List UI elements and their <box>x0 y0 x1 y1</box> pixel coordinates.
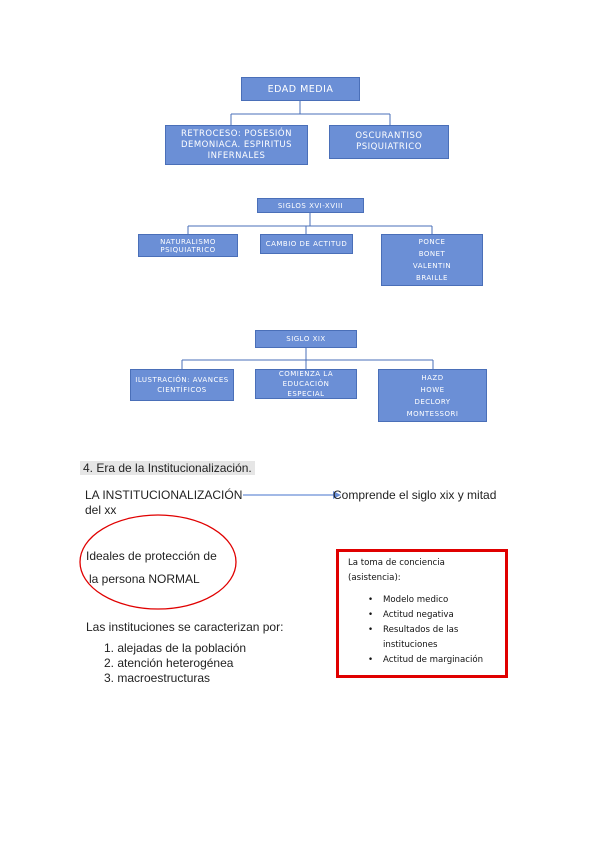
institucionalizacion-right: Comprende el siglo xix y mitad <box>333 488 497 502</box>
bullet-text: instituciones <box>383 640 438 650</box>
section-title: 4. Era de la Institucionalización. <box>80 461 255 475</box>
list-item: 1. alejadas de la población <box>104 641 247 655</box>
nombre-bonet: BONET <box>418 250 446 258</box>
list-item: 2. atención heterogénea <box>104 656 234 670</box>
list-item-continuation: instituciones <box>339 640 505 651</box>
caracterizan-text: Las instituciones se caracterizan por: <box>86 620 284 634</box>
oscurantismo-line-1: OSCURANTISO <box>355 131 423 141</box>
comienza-box: COMIENZA LA EDUCACIÓN ESPECIAL <box>255 369 357 399</box>
cambio-label: CAMBIO DE ACTITUD <box>265 240 348 248</box>
list-item: • Actitud de marginación <box>339 655 505 666</box>
ideales-line-1: Ideales de protección de <box>86 549 217 563</box>
cambio-box: CAMBIO DE ACTITUD <box>260 234 353 254</box>
retroceso-line-1: RETROCESO: POSESIÓN <box>181 128 292 139</box>
siglos-box: SIGLOS XVI-XVIII <box>257 198 364 213</box>
siglo-xix-box: SIGLO XIX <box>255 330 357 348</box>
naturalismo-box: NATURALISMO PSIQUIATRICO <box>138 234 238 257</box>
nombre-montessori: MONTESSORI <box>406 409 459 418</box>
oscurantismo-line-2: PSIQUIATRICO <box>356 142 422 152</box>
bullet-icon: • <box>368 625 374 635</box>
bullet-icon: • <box>368 655 374 665</box>
bullet-text: Actitud de marginación <box>383 655 484 665</box>
ilustracion-line-1: ILUSTRACIÓN: AVANCES <box>135 376 229 384</box>
list-item: • Modelo medico <box>339 595 505 606</box>
nombre-hazd: HAZD <box>421 373 444 382</box>
siglo-xix-label: SIGLO XIX <box>286 335 326 343</box>
siglos-label: SIGLOS XVI-XVIII <box>277 201 344 210</box>
nombre-valentin: VALENTIN <box>412 262 452 270</box>
edad-media-label: EDAD MEDIA <box>267 83 334 95</box>
comienza-line-1: COMIENZA LA EDUCACIÓN <box>278 370 334 388</box>
bullet-icon: • <box>368 610 374 620</box>
list-item: • Actitud negativa <box>339 610 505 621</box>
ideales-line-2: la persona NORMAL <box>89 572 200 586</box>
bullet-text: Resultados de las <box>383 625 459 635</box>
list-item: 3. macroestructuras <box>104 671 211 685</box>
oscurantismo-box: OSCURANTISO PSIQUIATRICO <box>329 125 449 159</box>
conciencia-list: • Modelo medico • Actitud negativa • Result… <box>339 595 505 666</box>
nombres-1-box: PONCE BONET VALENTIN BRAILLE <box>381 234 483 286</box>
conciencia-title-2: (asistencia): <box>348 573 401 583</box>
bullet-text: Modelo medico <box>383 595 449 605</box>
nombre-declory: DECLORY <box>414 397 451 406</box>
institucionalizacion-left: LA INSTITUCIONALIZACIÓN <box>85 488 243 502</box>
retroceso-box: RETROCESO: POSESIÓN DEMONIACA. ESPIRITUS… <box>165 125 308 165</box>
nombres-2-box: HAZD HOWE DECLORY MONTESSORI <box>378 369 487 422</box>
toma-conciencia-box: La toma de conciencia (asistencia): • Mod… <box>336 549 508 678</box>
bullet-text: Actitud negativa <box>383 610 454 620</box>
institucionalizacion-continuation: del xx <box>85 503 117 517</box>
comienza-line-2: ESPECIAL <box>287 390 325 398</box>
edad-media-box: EDAD MEDIA <box>241 77 360 101</box>
retroceso-line-2: DEMONIACA. ESPIRITUS <box>180 139 293 150</box>
list-item: • Resultados de las <box>339 625 505 636</box>
ilustracion-line-2: CIENTÍFICOS <box>157 386 207 394</box>
retroceso-line-3: INFERNALES <box>207 150 266 161</box>
nombre-howe: HOWE <box>420 385 445 394</box>
bullet-icon: • <box>368 595 374 605</box>
naturalismo-label: NATURALISMO PSIQUIATRICO <box>160 237 216 254</box>
conciencia-title-1: La toma de conciencia <box>348 558 445 568</box>
nombre-ponce: PONCE <box>418 238 446 246</box>
ilustracion-box: ILUSTRACIÓN: AVANCES CIENTÍFICOS <box>130 369 234 401</box>
nombre-braille: BRAILLE <box>416 274 448 282</box>
